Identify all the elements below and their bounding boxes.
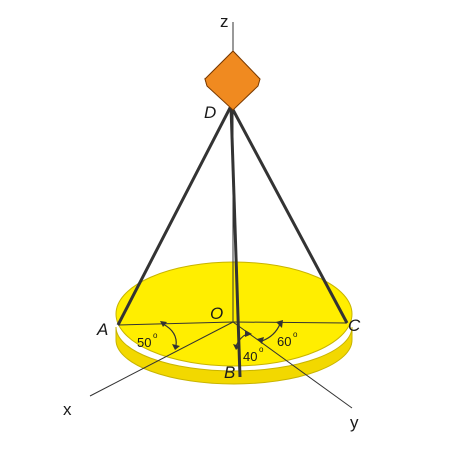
disk-rim: [115, 326, 353, 385]
block-main-face: [204, 50, 261, 111]
angle-arrow-A2: [172, 344, 180, 350]
cable-DA: [116, 105, 233, 326]
cable-DC: [229, 105, 349, 324]
y-axis-line: [232, 321, 353, 409]
angle-degree-C: o: [293, 330, 298, 339]
angle-arrow-A1: [160, 321, 167, 327]
angle-label-A: 50: [137, 335, 151, 350]
angle-arrow-C1: [257, 337, 264, 344]
block: [204, 50, 261, 111]
angle-arrow-C2: [276, 320, 283, 328]
point-O-label: O: [210, 304, 223, 323]
x-axis-line: [89, 321, 234, 397]
angle-label-B: 40: [243, 349, 257, 364]
angle-arc-A: [162, 323, 177, 347]
angle-degree-B: o: [259, 345, 264, 354]
point-D-label: D: [204, 103, 216, 122]
point-B-label: B: [224, 363, 235, 382]
angle-degree-A: o: [153, 331, 158, 340]
x-axis-label: x: [63, 400, 72, 419]
line-OC: [232, 321, 348, 324]
z-axis-label: z: [220, 12, 229, 31]
disk-top: [115, 261, 353, 367]
y-axis-label: y: [350, 413, 359, 432]
point-A-label: A: [96, 320, 108, 339]
angle-arrow-B2: [245, 330, 252, 337]
angle-arrow-B1: [233, 344, 240, 350]
line-OA: [117, 321, 234, 326]
cable-DB: [229, 105, 242, 378]
angle-arc-C: [261, 323, 281, 342]
point-C-label: C: [348, 316, 361, 335]
angle-label-C: 60: [277, 334, 291, 349]
